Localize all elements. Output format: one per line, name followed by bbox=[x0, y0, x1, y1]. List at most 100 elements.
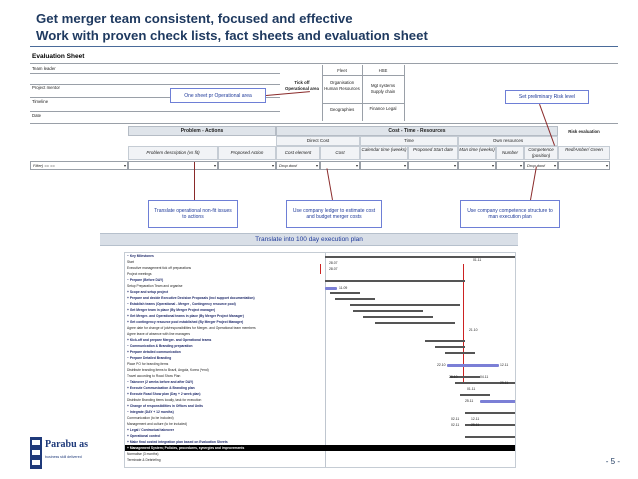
filter-cost-dropdown[interactable]: ▾ bbox=[320, 161, 360, 170]
gantt-task-label: Terminate & Debriefing bbox=[127, 458, 161, 462]
evaluation-sheet: Evaluation Sheet Team leader Project men… bbox=[30, 53, 618, 183]
sheet-title: Evaluation Sheet bbox=[32, 53, 85, 60]
gantt-task-row[interactable]: Agree leave of absence with line manager… bbox=[125, 331, 515, 337]
gantt-bar bbox=[445, 352, 475, 354]
subsection-time: Time bbox=[360, 136, 458, 146]
gantt-bar-blue bbox=[447, 364, 499, 367]
gantt-task-row[interactable]: Project meetings bbox=[125, 271, 515, 277]
filter-start-dropdown[interactable]: ▾ bbox=[408, 161, 458, 170]
gantt-task-row[interactable]: Communication (to be included) bbox=[125, 415, 515, 421]
gantt-task-row[interactable]: − Integrate (DAY + 12 months) bbox=[125, 409, 515, 415]
gantt-bar bbox=[325, 256, 515, 258]
filter-number-dropdown[interactable]: ▾ bbox=[496, 161, 524, 170]
filter-problem-dropdown[interactable]: ▾ bbox=[128, 161, 218, 170]
gantt-task-row[interactable]: + Change of responsibilities in Offices … bbox=[125, 403, 515, 409]
grid-line bbox=[30, 111, 280, 112]
gantt-task-label: Setup Preparation Team and organise bbox=[127, 284, 183, 288]
gantt-task-row[interactable]: + Scope and setup project bbox=[125, 289, 515, 295]
gantt-bar bbox=[335, 298, 375, 300]
dropdown-label: Drop dow! bbox=[279, 163, 298, 168]
gantt-task-row[interactable]: Agree date for change of job/responsibil… bbox=[125, 325, 515, 331]
gantt-task-label: − Establish teams (Operational - Merger … bbox=[127, 302, 236, 306]
competence-dropdown[interactable]: Drop dow!▾ bbox=[524, 161, 558, 170]
gantt-task-row[interactable]: − Key Milestones bbox=[125, 253, 515, 259]
connector-line bbox=[194, 162, 195, 200]
gantt-date: 11.09 bbox=[339, 286, 348, 290]
gantt-task-row[interactable]: + Prepare and decide Executive Decision … bbox=[125, 295, 515, 301]
gantt-date: 22.10 bbox=[437, 363, 446, 367]
chevron-down-icon: ▾ bbox=[403, 163, 406, 168]
gantt-task-row[interactable]: Terminate & Debriefing bbox=[125, 457, 515, 463]
gantt-task-label: + Get contingency resource pool establis… bbox=[127, 320, 244, 324]
filter-action-dropdown[interactable]: ▾ bbox=[218, 161, 276, 170]
gantt-task-label: Place PO for branding items bbox=[127, 362, 169, 366]
gantt-task-row[interactable]: + Execute Communication & Branding plan bbox=[125, 385, 515, 391]
gantt-bar bbox=[455, 382, 515, 384]
gantt-task-row[interactable]: + Kick-off and prepare Merger- and Opera… bbox=[125, 337, 515, 343]
subsection-own-resources: Own resources bbox=[458, 136, 558, 146]
gantt-task-row[interactable]: Normalise (3 months) bbox=[125, 451, 515, 457]
col-competence: Competence (position) bbox=[524, 146, 558, 160]
callout-ledger: Use company ledger to estimate cost and … bbox=[286, 200, 382, 228]
gantt-date: 28.07 bbox=[329, 267, 338, 271]
gantt-task-row[interactable]: − Prepare Detailed Branding bbox=[125, 355, 515, 361]
filter-calendar-dropdown[interactable]: ▾ bbox=[360, 161, 408, 170]
page-title: Get merger team consistent, focused and … bbox=[36, 10, 428, 44]
gantt-task-row[interactable]: + Management System; Policies, procedure… bbox=[125, 445, 515, 451]
gantt-task-row[interactable]: Distribute branding items to Brazil, Ang… bbox=[125, 367, 515, 373]
milestone-marker bbox=[320, 264, 321, 274]
gantt-task-row[interactable]: Start bbox=[125, 259, 515, 265]
gantt-task-label: + Change of responsibilities in Offices … bbox=[127, 404, 203, 408]
gantt-task-row[interactable]: Travel according to Road Show Plan bbox=[125, 373, 515, 379]
gantt-bar bbox=[435, 346, 465, 348]
subsection-direct-cost: Direct Cost bbox=[276, 136, 360, 146]
gantt-date: 25.11 bbox=[465, 399, 474, 403]
gantt-task-row[interactable]: + Prepare detailed communication bbox=[125, 349, 515, 355]
filter-mantime-dropdown[interactable]: ▾ bbox=[458, 161, 496, 170]
gantt-task-label: − Communication & Branding preparation bbox=[127, 344, 193, 348]
filter-risk-dropdown[interactable]: ▾ bbox=[558, 161, 610, 170]
gantt-task-label: − Prepare Detailed Branding bbox=[127, 356, 172, 360]
gantt-task-row[interactable]: Distribute Branding items locally, task … bbox=[125, 397, 515, 403]
col-man-time: Man time (weeks) bbox=[458, 146, 496, 160]
gantt-task-row[interactable]: + Get Merger team in place (By Merger Pr… bbox=[125, 307, 515, 313]
gantt-task-row[interactable]: + Legal / Contractual takeover bbox=[125, 427, 515, 433]
gantt-task-label: Distribute branding items to Brazil, Ang… bbox=[127, 368, 209, 372]
gantt-date: 01.11 bbox=[467, 387, 476, 391]
gantt-task-row[interactable]: − Communication & Branding preparation bbox=[125, 343, 515, 349]
gantt-task-label: + Get Merger team in place (By Merger Pr… bbox=[127, 308, 216, 312]
gantt-task-label: + Execute Communication & Branding plan bbox=[127, 386, 195, 390]
filter-dropdown[interactable]: Filter) == ==▾ bbox=[30, 161, 128, 170]
gantt-task-row[interactable]: − Prepare (Before DAY) bbox=[125, 277, 515, 283]
gantt-bar bbox=[353, 310, 423, 312]
page-number: - 5 - bbox=[605, 457, 620, 466]
gantt-task-label: − Integrate (DAY + 12 months) bbox=[127, 410, 174, 414]
gantt-task-row[interactable]: + Get contingency resource pool establis… bbox=[125, 319, 515, 325]
gantt-task-row[interactable]: Setup Preparation Team and organise bbox=[125, 283, 515, 289]
gantt-bar bbox=[363, 316, 433, 318]
gantt-task-row[interactable]: − Establish teams (Operational - Merger … bbox=[125, 301, 515, 307]
cost-element-dropdown[interactable]: Drop dow!▾ bbox=[276, 161, 320, 170]
chevron-down-icon: ▾ bbox=[491, 163, 494, 168]
gantt-date: 29.11 bbox=[500, 381, 509, 385]
callout-one-sheet: One sheet pr Operational area bbox=[170, 88, 266, 103]
gantt-task-label: + Get Merger- and Operational teams in p… bbox=[127, 314, 244, 318]
grid-line bbox=[30, 123, 618, 124]
gantt-chart[interactable]: − Key Milestones Start Executive managem… bbox=[124, 252, 516, 468]
gantt-task-row[interactable]: Management and culture (to be included) bbox=[125, 421, 515, 427]
gantt-task-row[interactable]: + Operational control bbox=[125, 433, 515, 439]
gantt-task-row[interactable]: + Get Merger- and Operational teams in p… bbox=[125, 313, 515, 319]
gantt-task-row[interactable]: Place PO for branding items bbox=[125, 361, 515, 367]
gantt-task-row[interactable]: − Takeover (2 weeks before and after DAY… bbox=[125, 379, 515, 385]
gantt-task-label: Communication (to be included) bbox=[127, 416, 174, 420]
gantt-task-row[interactable]: Executive management tick off preparatio… bbox=[125, 265, 515, 271]
title-line-2: Work with proven check lists, fact sheet… bbox=[36, 28, 428, 43]
gantt-task-row[interactable]: + Make final costed integration plan bas… bbox=[125, 439, 515, 445]
area-hse: HSE bbox=[378, 68, 388, 73]
area-mgt-systems: Mgt systems Supply chain bbox=[370, 83, 396, 94]
gantt-bar-blue bbox=[325, 287, 337, 290]
col-risk-rag: Red/Amber/ Green bbox=[558, 146, 610, 160]
gantt-task-row[interactable]: + Execute Road Show plan (Day + 2 week p… bbox=[125, 391, 515, 397]
tick-off-label: Tick off Operational area bbox=[285, 80, 319, 91]
chevron-down-icon: ▾ bbox=[519, 163, 522, 168]
